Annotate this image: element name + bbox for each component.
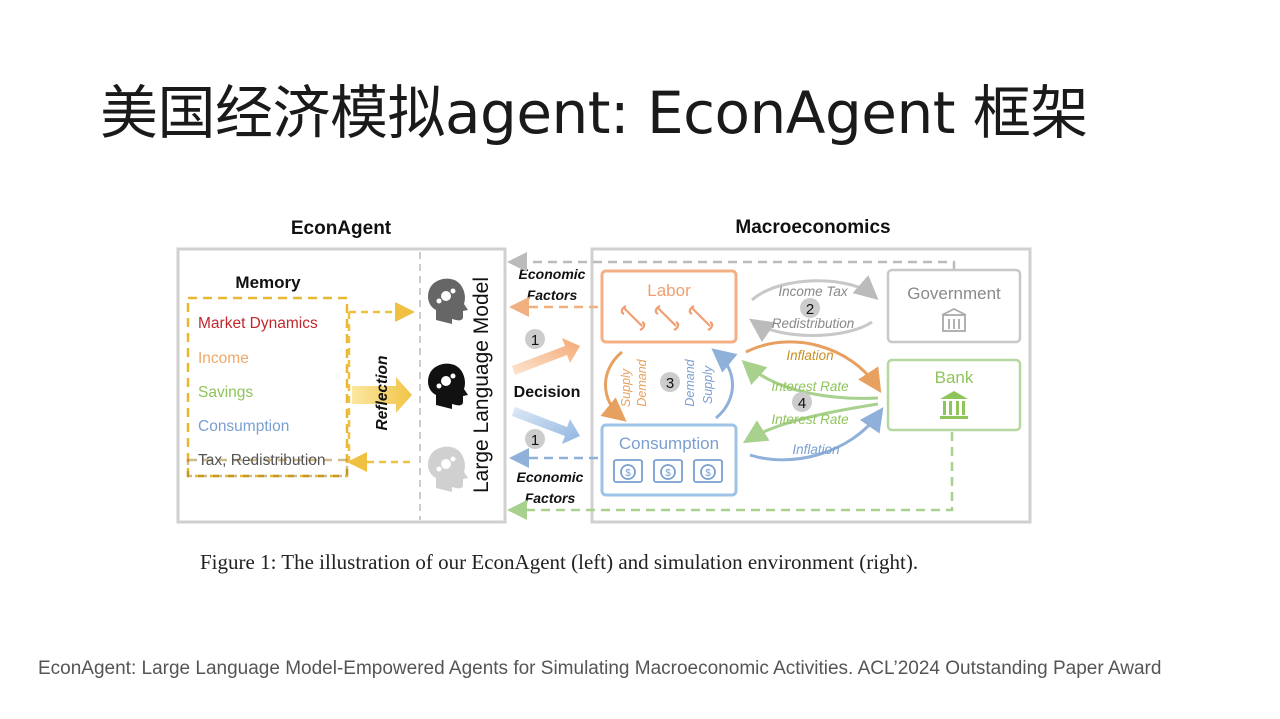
economic-factors-top-line1: Economic (519, 266, 586, 282)
inflation-top-label: Inflation (786, 348, 833, 363)
svg-text:$: $ (625, 468, 631, 479)
bank-building-icon (940, 391, 968, 419)
reflection-arrow (352, 377, 412, 413)
supply-right-label: Supply (701, 365, 715, 404)
economic-factors-bottom-line1: Economic (517, 469, 584, 485)
memory-item-consumption: Consumption (198, 418, 289, 435)
inflation-bottom-arrow (749, 407, 884, 462)
bank-label: Bank (935, 368, 974, 387)
step-3-number: 3 (666, 375, 674, 392)
labor-box (600, 269, 738, 344)
interest-rate-bottom-arrow (742, 402, 879, 444)
memory-box (186, 296, 349, 478)
svg-text:$: $ (705, 468, 711, 479)
memory-title: Memory (235, 273, 301, 292)
consumption-label: Consumption (619, 434, 719, 453)
supply-demand-left-arrow (600, 350, 627, 422)
demand-left-label: Demand (635, 358, 649, 406)
step-3-badge (660, 372, 680, 392)
government-label: Government (907, 284, 1001, 303)
slide-title: 美国经济模拟agent: EconAgent 框架 (100, 79, 1088, 147)
wrench-icon (688, 305, 714, 331)
wrench-icon (620, 305, 646, 331)
step-1b-number: 1 (531, 432, 539, 449)
paper-citation: EconAgent: Large Language Model-Empowere… (38, 658, 1162, 679)
step-1a-badge (525, 329, 545, 349)
llm-head-middle-icon (428, 363, 468, 409)
government-box (886, 268, 1022, 344)
redistribution-label: Redistribution (772, 316, 855, 331)
supply-left-label: Supply (619, 368, 633, 407)
wrench-icon (654, 305, 680, 331)
supply-demand-right-arrow (711, 348, 738, 420)
money-icon: $ (613, 459, 643, 483)
labor-label: Labor (647, 281, 691, 300)
step-2-number: 2 (806, 301, 814, 318)
macroeconomics-header: Macroeconomics (735, 217, 890, 238)
wrench-icons (620, 305, 714, 331)
step-2-badge (800, 298, 820, 318)
inflation-top-arrow (745, 340, 882, 394)
money-icon: $ (653, 459, 683, 483)
income-tax-label: Income Tax (778, 284, 849, 299)
inflation-bottom-label: Inflation (792, 442, 839, 457)
step-1a-number: 1 (531, 332, 539, 349)
government-building-icon (941, 307, 967, 332)
decision-arrow-to-labor (512, 338, 580, 375)
econagent-frame (176, 247, 507, 524)
interest-rate-top-label: Interest Rate (771, 379, 848, 394)
interest-rate-bottom-label: Interest Rate (771, 412, 848, 427)
bank-to-llm-dashed-arrow (507, 432, 954, 520)
memory-item-tax: Tax, Redistribution (198, 452, 326, 469)
economic-factors-bottom-line2: Factors (525, 490, 576, 506)
econagent-header: EconAgent (291, 218, 392, 239)
money-icon: $ (693, 459, 723, 483)
demand-right-label: Demand (683, 358, 697, 406)
income-tax-arrow (751, 275, 879, 302)
redistribution-arrow (749, 318, 873, 343)
macro-frame (590, 247, 1032, 524)
memory-item-market-dynamics: Market Dynamics (198, 315, 318, 332)
llm-head-bottom-icon (428, 446, 468, 492)
memory-item-income: Income (198, 350, 249, 367)
step-4-badge (792, 392, 812, 412)
svg-text:$: $ (665, 468, 671, 479)
llm-head-top-icon (428, 278, 468, 324)
decision-label: Decision (514, 384, 581, 401)
figure-caption: Figure 1: The illustration of our EconAg… (200, 550, 919, 574)
reflection-label: Reflection (374, 356, 391, 431)
decision-arrow-to-consumption (512, 407, 580, 444)
step-4-number: 4 (798, 395, 806, 412)
step-1b-badge (525, 429, 545, 449)
money-icons: $ $ $ (613, 459, 723, 483)
memory-item-savings: Savings (198, 384, 253, 401)
economic-factors-top-line2: Factors (527, 287, 578, 303)
interest-rate-top-arrow (741, 359, 879, 400)
government-to-llm-dashed-arrow (507, 252, 956, 272)
llm-label: Large Language Model (470, 277, 493, 493)
